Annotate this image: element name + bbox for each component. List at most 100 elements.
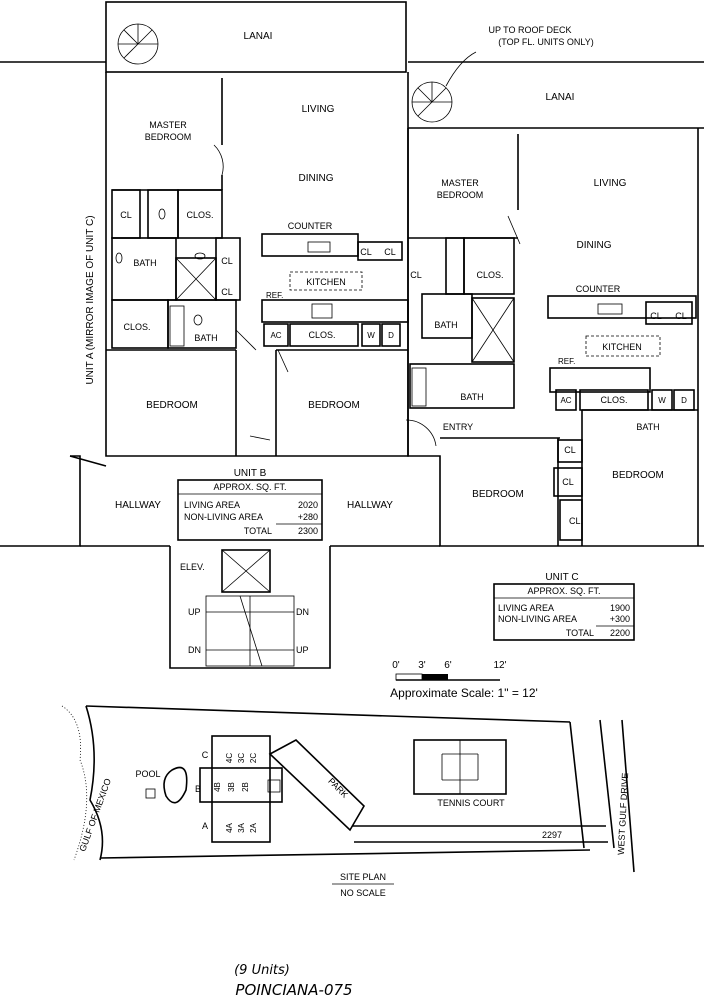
area-row-label: NON-LIVING AREA (184, 512, 263, 522)
unit-c-area-table (493, 583, 635, 641)
lanai-label: LANAI (546, 92, 575, 103)
closet-label: CL (562, 477, 574, 487)
unit-label: 3C (237, 753, 246, 763)
site-unit-labels: 4C 3C 2C 4B 3B 2B 4A 3A 2A (213, 753, 258, 833)
site-row-label: B (195, 784, 201, 794)
unit-label: 2B (241, 782, 250, 792)
kitchen-label: KITCHEN (306, 277, 346, 287)
unit-a-walls (0, 61, 106, 547)
spiral-stair-icon (411, 51, 477, 123)
refrigerator-label: REF. (558, 357, 575, 366)
site-plan-subtitle: NO SCALE (340, 888, 386, 898)
site-plan (61, 705, 635, 885)
closet-label: CLOS. (308, 330, 335, 340)
stair-up-label: UP (296, 645, 309, 655)
scale-caption: Approximate Scale: 1" = 12' (390, 686, 538, 700)
dryer-label: D (388, 331, 394, 340)
closet-label: CL (564, 445, 576, 455)
refrigerator-label: REF. (266, 291, 283, 300)
area-row-value: 2300 (298, 526, 318, 536)
unit-label: 2C (249, 753, 258, 763)
dryer-label: D (681, 396, 687, 405)
counter-label: COUNTER (288, 221, 333, 231)
area-row-label: LIVING AREA (498, 603, 554, 613)
unit-label: 4C (225, 753, 234, 763)
closet-label: CL (410, 270, 422, 280)
closet-label: CL (384, 247, 396, 257)
site-row-label: C (202, 750, 209, 760)
building-name: POINCIANA-075 (235, 981, 352, 999)
area-row-value: +280 (298, 512, 318, 522)
closet-label: CLOS. (123, 322, 150, 332)
stair-down-label: DN (188, 645, 201, 655)
site-plan-title: SITE PLAN (340, 872, 386, 882)
road-number-label: 2297 (542, 830, 562, 840)
scale-tick: 6' (444, 660, 452, 671)
hallway-label: HALLWAY (347, 500, 393, 511)
bath-label: BATH (636, 422, 659, 432)
unit-label: 2A (249, 822, 258, 832)
area-row-label: TOTAL (566, 628, 594, 638)
area-row-label: TOTAL (244, 526, 272, 536)
unit-c-title: UNIT C (545, 572, 578, 583)
unit-label: 4A (225, 822, 234, 832)
spiral-stair-icon (117, 23, 159, 65)
bedroom-label: BEDROOM (472, 489, 524, 500)
closet-label: CL (360, 247, 372, 257)
area-row-value: +300 (610, 614, 630, 624)
closet-label: CL (650, 311, 662, 321)
bath-label: BATH (194, 333, 217, 343)
dining-label: DINING (577, 240, 612, 251)
counter-label: COUNTER (576, 284, 621, 294)
fixture-icons (115, 208, 206, 326)
scale-tick: 0' (392, 660, 400, 671)
scale-bar (395, 673, 500, 681)
bath-label: BATH (460, 392, 483, 402)
entry-label: ENTRY (443, 422, 473, 432)
park-label: PARK (326, 776, 350, 800)
area-row-label: LIVING AREA (184, 500, 240, 510)
area-row-label: NON-LIVING AREA (498, 614, 577, 624)
gulf-label: GULF OF MEXICO (77, 777, 113, 853)
master-bedroom-label: BEDROOM (145, 132, 192, 142)
stair-up-label: UP (188, 607, 201, 617)
master-bedroom-label: MASTER (149, 120, 187, 130)
bath-label: BATH (133, 258, 156, 268)
closet-label: CL (221, 287, 233, 297)
closet-label: CL (221, 256, 233, 266)
unit-label: 3B (227, 782, 236, 792)
master-bedroom-label: MASTER (441, 178, 479, 188)
area-row-value: 2200 (610, 628, 630, 638)
closet-label: CLOS. (476, 270, 503, 280)
bath-label: BATH (434, 320, 457, 330)
area-row-value: 1900 (610, 603, 630, 613)
closet-label: CLOS. (186, 210, 213, 220)
roof-deck-note: (TOP FL. UNITS ONLY) (498, 37, 594, 47)
closet-label: CLOS. (600, 395, 627, 405)
unit-count: (9 Units) (234, 963, 290, 978)
roof-deck-note: UP TO ROOF DECK (488, 25, 571, 35)
tennis-court-label: TENNIS COURT (437, 798, 505, 808)
kitchen-label: KITCHEN (602, 342, 642, 352)
stair-down-label: DN (296, 607, 309, 617)
bedroom-label: BEDROOM (146, 400, 198, 411)
unit-label: 4B (213, 782, 222, 792)
washer-label: W (367, 331, 375, 340)
site-row-label: A (202, 821, 208, 831)
area-row-value: 2020 (298, 500, 318, 510)
hallway-label: HALLWAY (115, 500, 161, 511)
lanai-label: LANAI (244, 31, 273, 42)
unit-a-label: UNIT A (MIRROR IMAGE OF UNIT C) (85, 215, 96, 384)
area-table-title: APPROX. SQ. FT. (213, 482, 286, 492)
unit-c-walls (405, 61, 704, 547)
master-bedroom-label: BEDROOM (437, 190, 484, 200)
scale-tick: 12' (493, 660, 506, 671)
bedroom-label: BEDROOM (308, 400, 360, 411)
unit-b-title: UNIT B (234, 468, 267, 479)
unit-b-area-table (177, 479, 323, 541)
living-label: LIVING (594, 178, 627, 189)
scale-tick: 3' (418, 660, 426, 671)
closet-label: CL (120, 210, 132, 220)
pool-label: POOL (135, 769, 160, 779)
